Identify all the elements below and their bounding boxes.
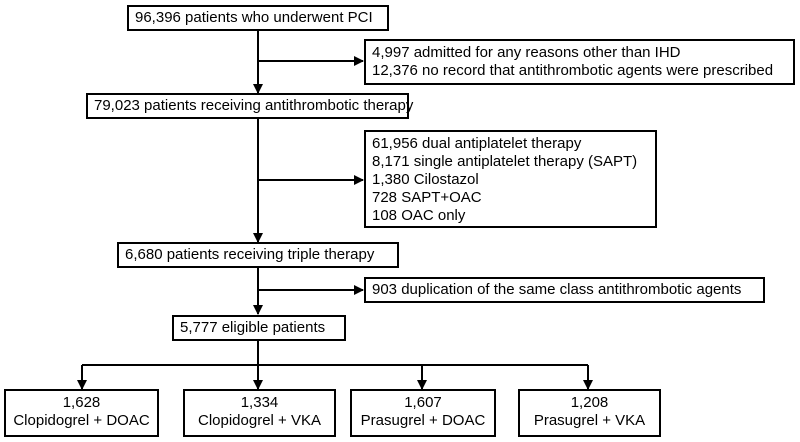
group-box-3: 1,607 Prasugrel + DOAC [350, 389, 496, 437]
exclusion3-text: 903 duplication of the same class antith… [372, 281, 742, 298]
exclusion1-line-2: 12,376 no record that antithrombotic age… [372, 62, 774, 79]
group-1-label: Clopidogrel + DOAC [13, 412, 150, 429]
exclusion2-box: 61,956 dual antiplatelet therapy 8,171 s… [364, 130, 657, 228]
exclusion2-line-3: 1,380 Cilostazol [372, 171, 479, 188]
group-3-label: Prasugrel + DOAC [360, 412, 486, 429]
group-4-count: 1,208 [570, 394, 609, 411]
exclusion2-line-1: 61,956 dual antiplatelet therapy [372, 135, 582, 152]
group-3-count: 1,607 [404, 394, 442, 411]
exclusion3-box: 903 duplication of the same class antith… [364, 277, 765, 303]
exclusion2-line-5: 108 OAC only [372, 207, 466, 224]
exclusion2-line-2: 8,171 single antiplatelet therapy (SAPT) [372, 153, 638, 170]
step3-text: 6,680 patients receiving triple therapy [125, 246, 375, 263]
group-box-1: 1,628 Clopidogrel + DOAC [4, 389, 159, 437]
group-2-count: 1,334 [240, 394, 279, 411]
group-1-count: 1,628 [62, 394, 101, 411]
start-text: 96,396 patients who underwent PCI [135, 9, 373, 26]
step2-box: 79,023 patients receiving antithrombotic… [86, 93, 413, 119]
group-box-4: 1,208 Prasugrel + VKA [518, 389, 661, 437]
group-4-label: Prasugrel + VKA [533, 412, 646, 429]
step4-text: 5,777 eligible patients [180, 319, 326, 336]
step2-text: 79,023 patients receiving antithrombotic… [94, 97, 414, 114]
exclusion2-line-4: 728 SAPT+OAC [372, 189, 482, 206]
step4-box: 5,777 eligible patients [172, 315, 346, 341]
exclusion1-box: 4,997 admitted for any reasons other tha… [364, 39, 795, 85]
step3-box: 6,680 patients receiving triple therapy [117, 242, 399, 268]
group-box-2: 1,334 Clopidogrel + VKA [183, 389, 336, 437]
group-2-label: Clopidogrel + VKA [198, 412, 321, 429]
exclusion1-line-1: 4,997 admitted for any reasons other tha… [372, 44, 681, 61]
start-box: 96,396 patients who underwent PCI [127, 5, 389, 31]
